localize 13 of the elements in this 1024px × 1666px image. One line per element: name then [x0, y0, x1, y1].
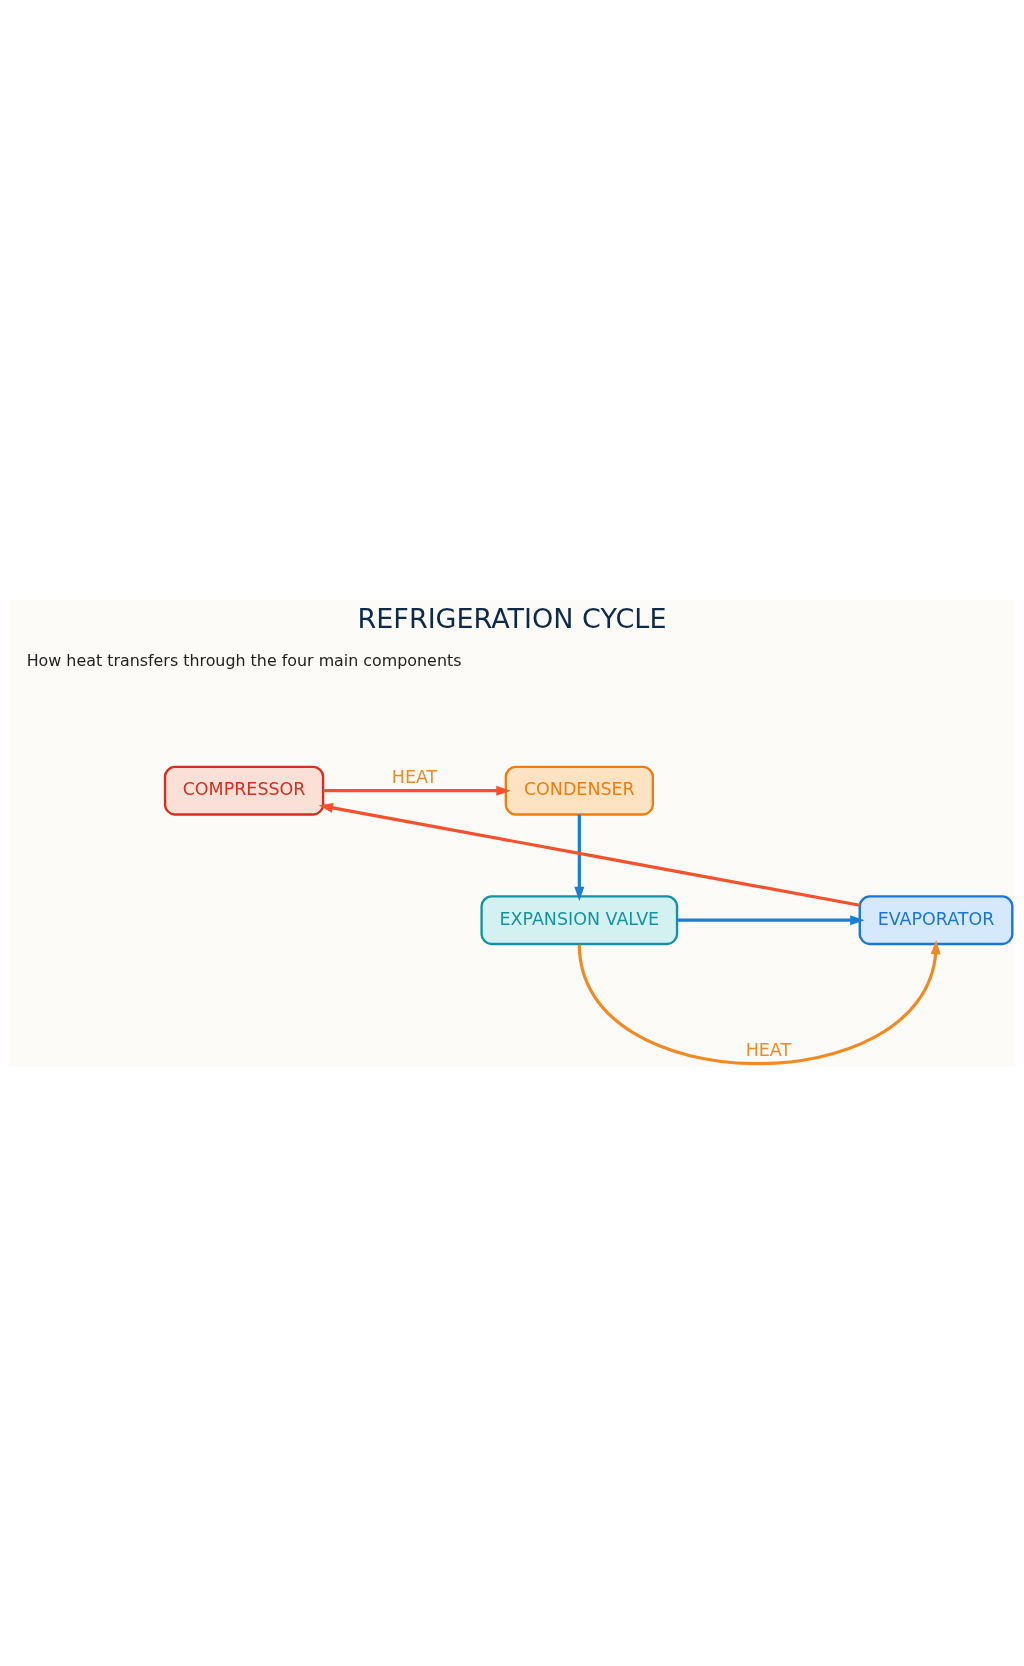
node-box: EXPANSION VALVE	[480, 894, 679, 945]
arrow	[677, 914, 865, 925]
arrow	[323, 785, 511, 796]
diagram-title: REFRIGERATION CYCLE	[357, 602, 667, 634]
edge-label: HEAT	[391, 766, 438, 787]
edge-label: HEAT	[745, 1039, 792, 1060]
arrow	[577, 939, 941, 1065]
arrow	[574, 814, 585, 901]
node-box: COMPRESSOR	[163, 765, 325, 816]
node-box: EVAPORATOR	[858, 894, 1014, 945]
arrow	[318, 802, 860, 907]
label: How heat transfers through the four main components	[26, 650, 462, 670]
node-box: CONDENSER	[504, 765, 654, 816]
